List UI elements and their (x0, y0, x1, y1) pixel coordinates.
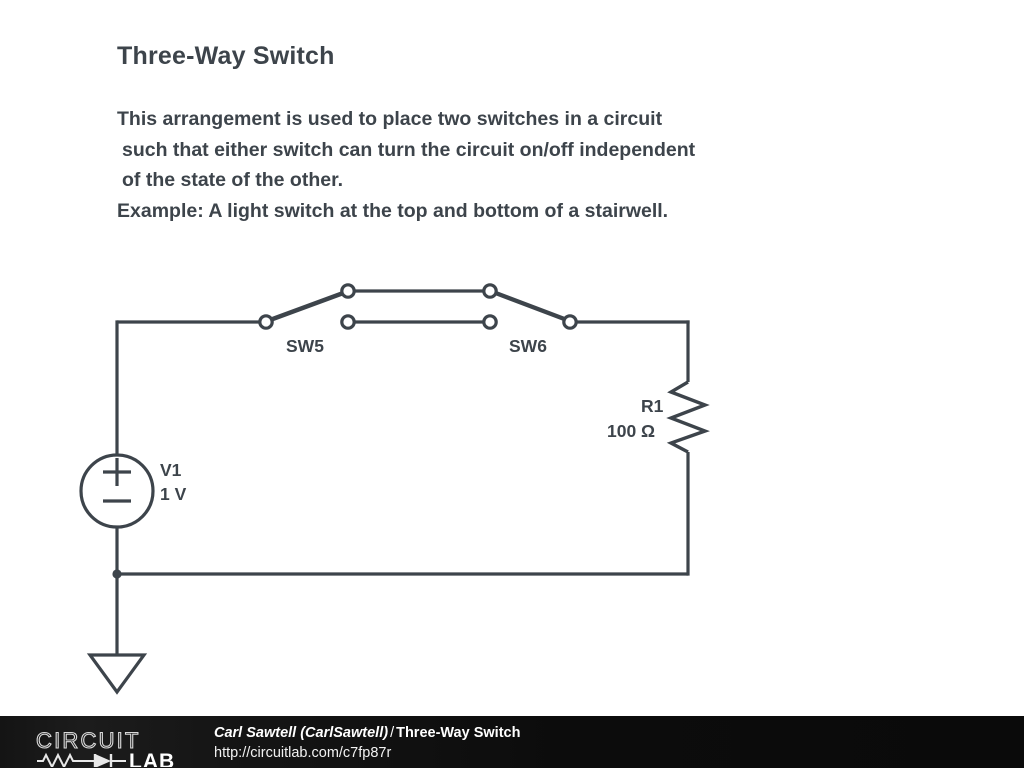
logo-circuit-symbols-icon (37, 752, 126, 767)
switch-left-traveler-lower-terminal[interactable] (340, 314, 356, 330)
logo-word-lab: LAB (129, 750, 175, 767)
resistor-label-name: R1 (641, 396, 664, 416)
switch-left-common-terminal[interactable] (258, 314, 274, 330)
slide-canvas: Three-Way Switch This arrangement is use… (79, 42, 917, 695)
voltage-source-symbol[interactable] (79, 453, 155, 529)
resistor-symbol[interactable] (666, 380, 710, 454)
switch-right-common-terminal[interactable] (562, 314, 578, 330)
circuit-schematic: SW5 SW6 R1 100 Ω V1 1 V (79, 283, 710, 695)
voltage-source-label-name: V1 (160, 460, 182, 480)
footer-attribution-line: Carl Sawtell (CarlSawtell)/Three-Way Swi… (214, 724, 974, 743)
switch-right-label: SW6 (509, 336, 547, 356)
switch-right-blade[interactable] (490, 289, 570, 323)
logo-word-circuit: CIRCUIT (36, 728, 141, 753)
switch-left-blade[interactable] (267, 289, 349, 323)
switch-right-traveler-lower-terminal[interactable] (482, 314, 498, 330)
footer-url[interactable]: http://circuitlab.com/c7fp87r (214, 745, 392, 761)
switch-left-label: SW5 (286, 336, 324, 356)
junction-dot (112, 569, 122, 579)
description-text: This arrangement is used to place two sw… (117, 104, 917, 226)
circuitlab-logo[interactable]: CIRCUIT LAB (36, 727, 196, 767)
footer-separator: / (390, 725, 395, 741)
footer-text-block: Carl Sawtell (CarlSawtell)/Three-Way Swi… (214, 724, 974, 763)
ground-symbol[interactable] (86, 653, 148, 695)
footer-circuit-title: Three-Way Switch (396, 725, 521, 741)
voltage-source-label-value: 1 V (160, 484, 187, 504)
description-line-1: This arrangement is used to place two sw… (117, 108, 663, 130)
description-line-4: Example: A light switch at the top and b… (117, 199, 669, 222)
resistor-label-value: 100 Ω (607, 421, 655, 441)
page-title: Three-Way Switch (117, 42, 335, 70)
footer-bar (0, 716, 1024, 768)
switch-left-traveler-upper-terminal[interactable] (340, 283, 356, 299)
footer-author: Carl Sawtell (CarlSawtell) (214, 725, 389, 741)
logo-diode-icon (95, 754, 111, 767)
description-line-2: such that either switch can turn the cir… (122, 138, 696, 161)
voltage-source-plus-icon (103, 458, 131, 486)
switch-right-traveler-upper-terminal[interactable] (482, 283, 498, 299)
description-line-3: of the state of the other. (122, 169, 344, 191)
